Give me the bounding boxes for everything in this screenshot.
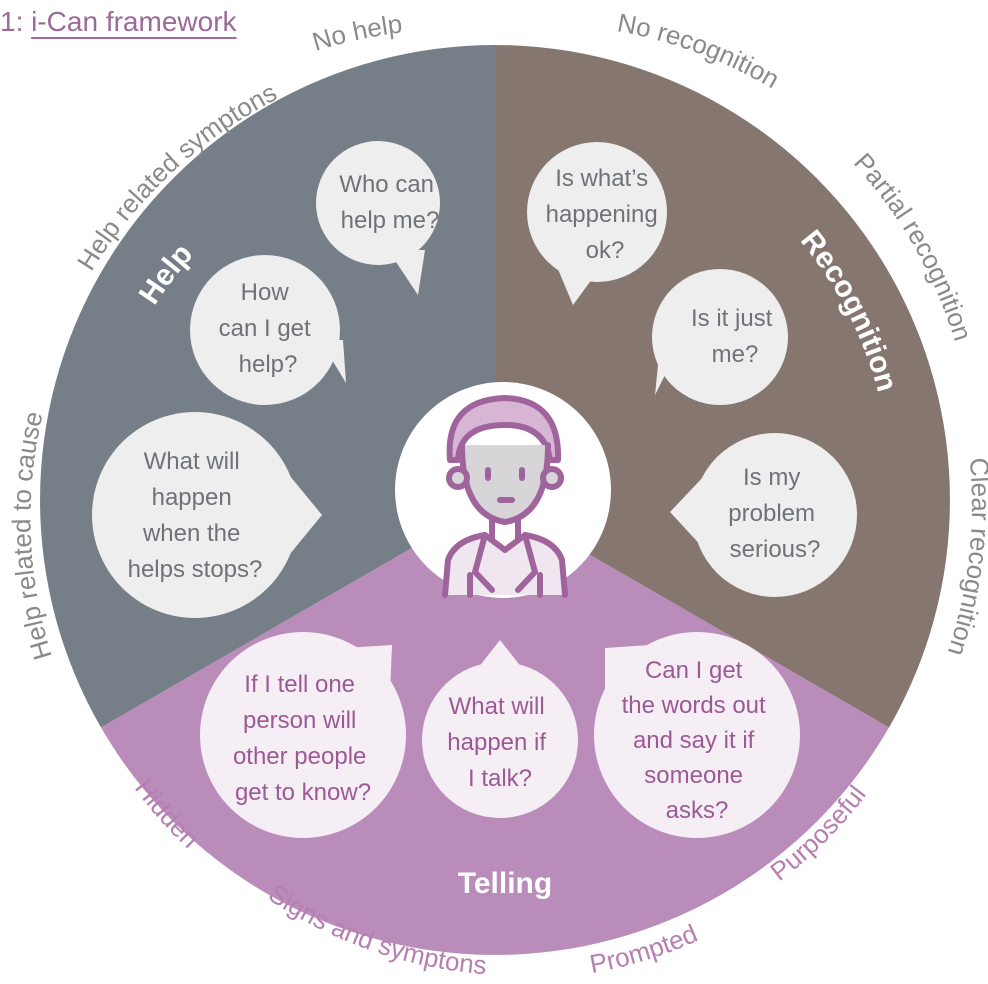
question-how-get-help: How can I get help?	[219, 279, 318, 378]
label-no-help: No help	[309, 8, 404, 56]
speech-bubble-who-can-help: Who can help me?	[316, 141, 440, 295]
figure-title-prefix: 1:	[0, 6, 32, 37]
question-is-it-serious: Is my problem serious?	[728, 464, 821, 563]
question-is-it-just-me: Is it just me?	[691, 305, 779, 368]
speech-bubble-is-it-ok: Is what’s happening ok?	[527, 142, 667, 305]
speech-bubble-is-it-just-me: Is it just me?	[652, 269, 788, 405]
question-if-i-talk: What will happen if I talk?	[447, 693, 552, 792]
question-tell-one-person: If I tell one person will other people g…	[233, 671, 373, 806]
speech-bubble-how-get-help: How can I get help?	[190, 255, 346, 405]
question-get-words-out: Can I get the words out and say it if so…	[622, 657, 773, 824]
person-avatar-icon	[442, 395, 568, 598]
speech-bubble-help-stops: What will happen when the helps stops?	[92, 412, 322, 618]
speech-bubble-tell-one-person: If I tell one person will other people g…	[200, 632, 406, 838]
question-help-stops: What will happen when the helps stops?	[128, 448, 263, 583]
question-is-it-ok: Is what’s happening ok?	[546, 165, 665, 264]
figure-title-link[interactable]: i-Can framework	[31, 6, 237, 37]
speech-bubble-if-i-talk: What will happen if I talk?	[422, 640, 578, 818]
speech-bubble-get-words-out: Can I get the words out and say it if so…	[594, 632, 800, 838]
speech-bubble-is-it-serious: Is my problem serious?	[670, 433, 857, 597]
question-who-can-help: Who can help me?	[339, 171, 440, 234]
figure-title: 1: i-Can framework	[0, 6, 237, 38]
center-avatar	[395, 382, 611, 598]
telling-segment-label: Telling	[458, 867, 552, 900]
